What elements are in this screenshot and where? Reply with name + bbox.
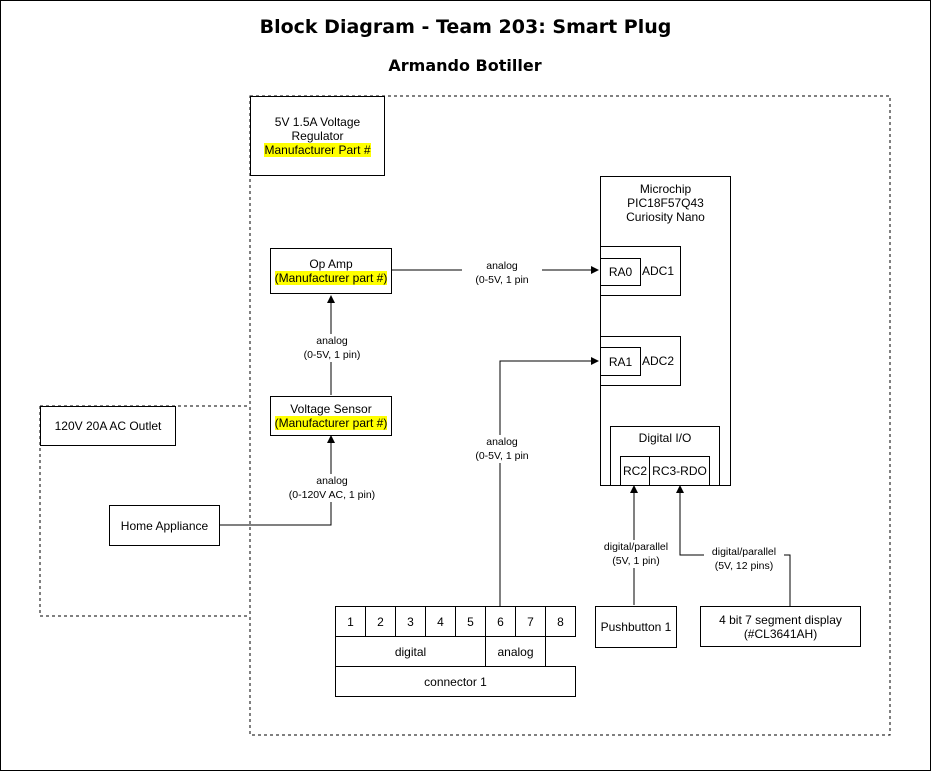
- connector-pin: 5: [455, 606, 486, 637]
- connector-pin: 4: [425, 606, 456, 637]
- appliance-to-sensor-line: [219, 435, 335, 526]
- display-to-rc3-label: digital/parallel (5V, 12 pins): [704, 545, 784, 573]
- pushbutton-block: Pushbutton 1: [595, 606, 677, 648]
- ac-outlet-block: 120V 20A AC Outlet: [40, 406, 176, 446]
- rc2-pin: RC2: [620, 456, 650, 486]
- home-appliance-label: Home Appliance: [120, 518, 209, 533]
- link-type: analog: [316, 475, 348, 487]
- opamp-to-ra0-label: analog (0-5V, 1 pin: [462, 259, 542, 287]
- ac-outlet-label: 120V 20A AC Outlet: [54, 419, 162, 433]
- ra1-label: RA1: [608, 354, 633, 369]
- connector-pin: 8: [545, 606, 576, 637]
- link-spec: (5V, 1 pin): [612, 555, 660, 567]
- link-type: digital/parallel: [711, 546, 777, 558]
- connector-pin: 1: [335, 606, 366, 637]
- op-amp-part-number: (Manufacturer part #): [274, 271, 388, 285]
- connector-pin: 3: [395, 606, 426, 637]
- diagram-title: Block Diagram - Team 203: Smart Plug: [259, 16, 672, 38]
- voltage-sensor-block: Voltage Sensor (Manufacturer part #): [270, 396, 392, 436]
- connector-to-ra1-label: analog (0-5V, 1 pin: [462, 435, 542, 463]
- rc3-pin: RC3-RDO: [649, 456, 710, 486]
- rc2-label: RC2: [622, 464, 647, 478]
- ra0-label: RA0: [608, 265, 633, 279]
- link-spec: (5V, 12 pins): [714, 560, 774, 572]
- link-type: analog: [486, 260, 518, 272]
- ra0-pin: RA0: [600, 258, 641, 286]
- adc1-label: ADC1: [641, 264, 674, 278]
- ra1-pin: RA1: [600, 347, 641, 376]
- link-spec: (0-5V, 1 pin: [475, 274, 529, 286]
- author-name: Armando Botiller: [388, 56, 542, 75]
- regulator-line2: Regulator: [291, 129, 344, 143]
- sensor-to-opamp-label: analog (0-5V, 1 pin): [292, 334, 372, 362]
- connector-pin: 7: [515, 606, 546, 637]
- connector-digital-group: digital: [335, 636, 486, 667]
- smart-plug-enclosure: [249, 95, 891, 736]
- display-line1: 4 bit 7 segment display: [719, 612, 842, 627]
- link-spec: (0-5V, 1 pin): [303, 349, 361, 361]
- connector-analog-group: analog: [485, 636, 546, 667]
- voltage-sensor-part-number: (Manufacturer part #): [274, 416, 388, 430]
- connector-pin: 6: [485, 606, 516, 637]
- link-spec: (0-5V, 1 pin: [475, 450, 529, 462]
- voltage-sensor-name: Voltage Sensor: [290, 402, 372, 416]
- pushbutton-to-rc2-label: digital/parallel (5V, 1 pin): [596, 540, 676, 568]
- op-amp-block: Op Amp (Manufacturer part #): [270, 248, 392, 294]
- link-type: analog: [486, 436, 518, 448]
- link-spec: (0-120V AC, 1 pin): [288, 489, 376, 501]
- mcu-line3: Curiosity Nano: [626, 210, 705, 224]
- mcu-line1: Microchip: [639, 182, 692, 196]
- voltage-regulator-block: 5V 1.5A Voltage Regulator Manufacturer P…: [250, 96, 385, 176]
- rc3-label: RC3-RDO: [652, 464, 707, 478]
- mcu-line2: PIC18F57Q43: [627, 196, 704, 210]
- segment-display-block: 4 bit 7 segment display (#CL3641AH): [700, 606, 861, 647]
- connector-pin: 2: [365, 606, 396, 637]
- pushbutton-label: Pushbutton 1: [600, 620, 672, 634]
- link-type: digital/parallel: [603, 541, 669, 553]
- appliance-to-sensor-label: analog (0-120V AC, 1 pin): [282, 474, 382, 502]
- op-amp-name: Op Amp: [309, 257, 353, 271]
- digital-io-label: Digital I/O: [638, 431, 692, 445]
- home-appliance-block: Home Appliance: [109, 505, 220, 546]
- regulator-part-number: Manufacturer Part #: [264, 143, 371, 157]
- regulator-line1: 5V 1.5A Voltage: [274, 115, 361, 129]
- link-type: analog: [316, 335, 348, 347]
- adc2-label: ADC2: [641, 354, 674, 368]
- connector-to-ra1-line: [499, 357, 599, 606]
- connector-name: connector 1: [335, 666, 576, 697]
- display-line2: (#CL3641AH): [743, 626, 818, 641]
